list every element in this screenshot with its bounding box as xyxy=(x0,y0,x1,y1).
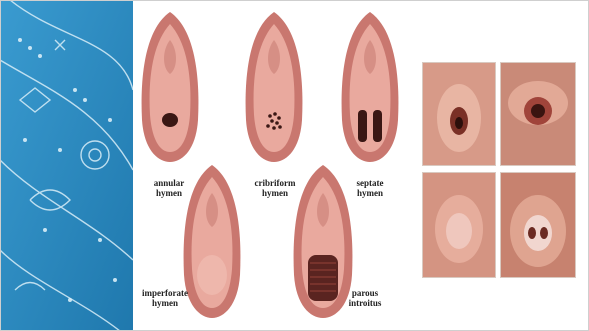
septate-hymen-illustration xyxy=(338,10,402,165)
clinical-photo-top-right xyxy=(500,62,576,166)
decorative-pattern-panel xyxy=(0,0,133,331)
cribriform-hymen-illustration xyxy=(242,10,306,165)
clinical-photo-bottom-right xyxy=(500,172,576,278)
clinical-photo-bottom-left xyxy=(422,172,496,278)
annular-hymen-illustration xyxy=(138,10,202,165)
clinical-photo-top-left xyxy=(422,62,496,166)
